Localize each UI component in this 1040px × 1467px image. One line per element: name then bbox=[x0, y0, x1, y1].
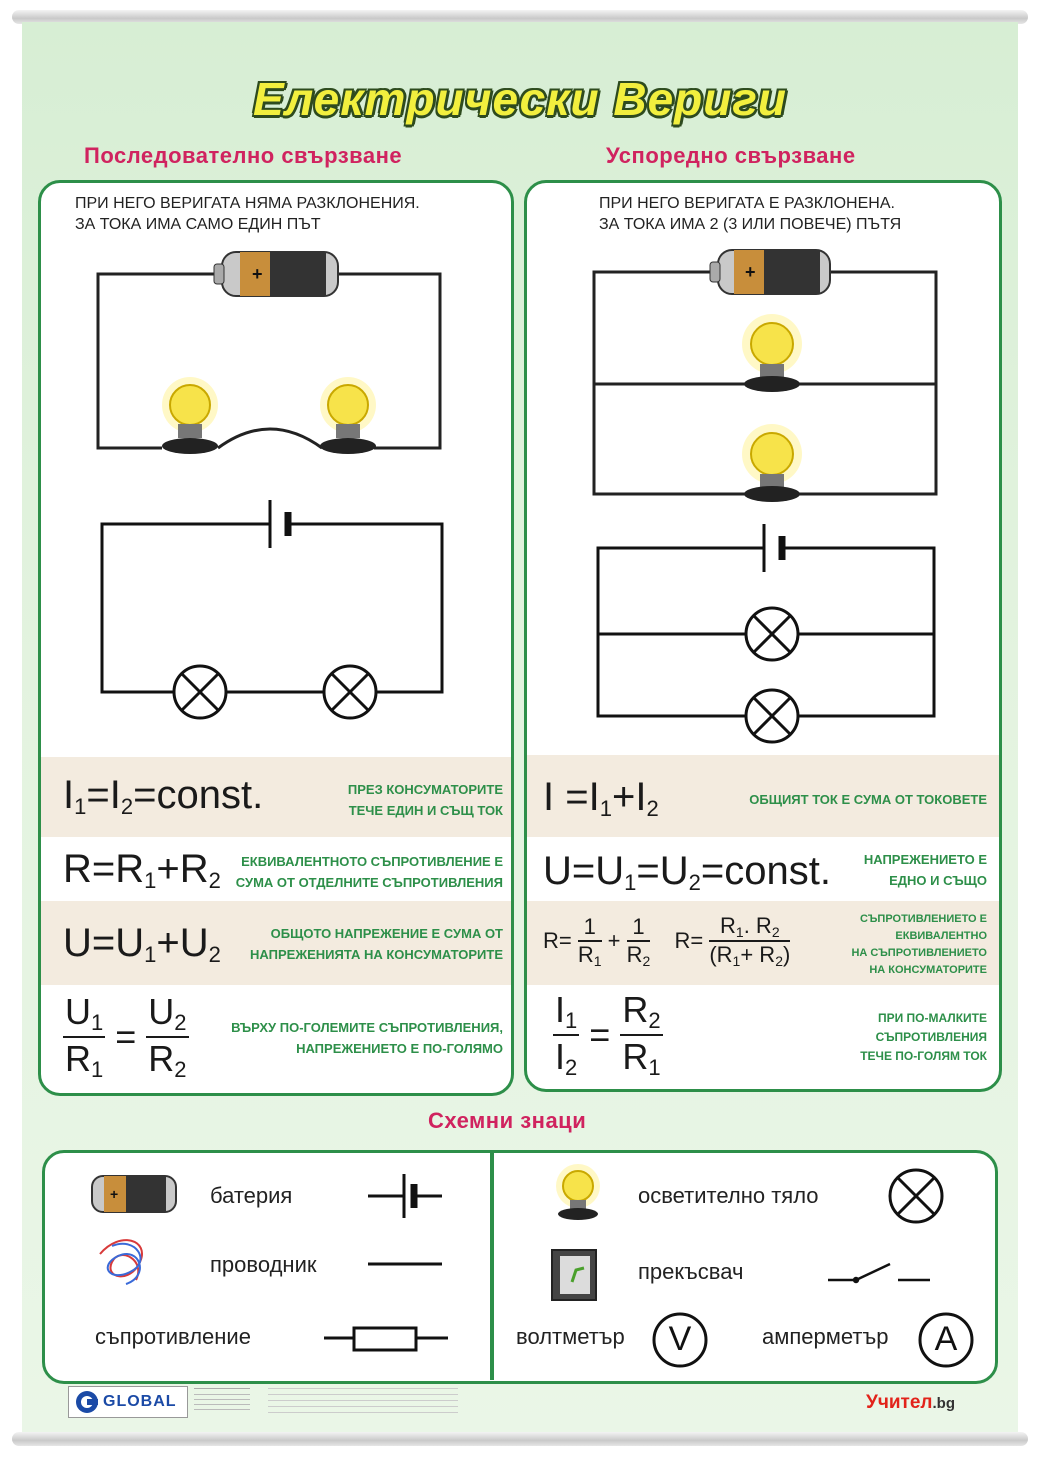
legend-voltmeter-label: волтметър bbox=[516, 1324, 625, 1349]
symbols-heading: Схемни знаци bbox=[428, 1108, 587, 1133]
parallel-note-resistance-line1: СЪПРОТИВЛЕНИЕТО Е bbox=[860, 913, 987, 925]
parallel-formula-voltage: U=U1=U2=const. bbox=[543, 849, 831, 895]
series-note-current-line2: ТЕЧЕ ЕДИН И СЪЩ ТОК bbox=[348, 803, 503, 818]
ammeter-symbol-icon bbox=[918, 1312, 974, 1368]
battery-icon: + bbox=[213, 251, 339, 297]
publisher-contact-fineprint bbox=[194, 1394, 250, 1412]
bottom-hanging-rod bbox=[12, 1432, 1028, 1446]
series-band-1 bbox=[41, 757, 511, 837]
brand-logo: Учител.bg bbox=[866, 1392, 955, 1414]
parallel-note-ratio-line2: СЪПРОТИВЛЕНИЯ bbox=[875, 1030, 987, 1044]
legend-switch-label: прекъсвач bbox=[638, 1259, 744, 1284]
series-note-voltage-line1: ОБЩОТО НАПРЕЖЕНИЕ Е СУМА ОТ bbox=[270, 926, 503, 941]
series-note-current: ПРЕЗ КОНСУМАТОРИТЕ ТЕЧЕ ЕДИН И СЪЩ ТОК bbox=[348, 779, 503, 821]
series-note-voltage: ОБЩОТО НАПРЕЖЕНИЕ Е СУМА ОТ НАПРЕЖЕНИЯТА… bbox=[250, 923, 503, 965]
publisher-contact-block bbox=[194, 1388, 250, 1393]
parallel-note-voltage-line1: НАПРЕЖЕНИЕТО Е bbox=[863, 852, 987, 867]
brand-name: Учител bbox=[866, 1392, 933, 1413]
svg-text:+: + bbox=[745, 262, 756, 282]
parallel-desc-line1: ПРИ НЕГО ВЕРИГАТА Е РАЗКЛОНЕНА. bbox=[599, 195, 895, 212]
parallel-heading: Успоредно свързване bbox=[606, 143, 856, 168]
brand-suffix: .bg bbox=[932, 1395, 955, 1412]
parallel-band-1 bbox=[527, 755, 999, 837]
series-desc-line1: ПРИ НЕГО ВЕРИГАТА НЯМА РАЗКЛОНЕНИЯ. bbox=[75, 195, 420, 212]
symbols-panel bbox=[42, 1150, 998, 1384]
publisher-logo: GLOBAL bbox=[68, 1386, 188, 1418]
series-note-resistance-line2: СУМА ОТ ОТДЕЛНИТЕ СЪПРОТИВЛЕНИЯ bbox=[235, 875, 503, 890]
light-switch-icon bbox=[551, 1249, 597, 1301]
parallel-note-resistance: СЪПРОТИВЛЕНИЕТО Е ЕКВИВАЛЕНТНО НА СЪПРОТ… bbox=[851, 911, 987, 979]
tangled-wire-icon bbox=[99, 1239, 143, 1285]
light-bulb-icon bbox=[556, 1164, 600, 1220]
light-bulb-icon bbox=[742, 314, 802, 392]
ammeter-letter: A bbox=[934, 1320, 958, 1358]
symbols-divider bbox=[490, 1152, 494, 1380]
lamp-symbol-icon bbox=[888, 1168, 944, 1224]
voltmeter-letter: V bbox=[668, 1320, 692, 1358]
light-bulb-icon bbox=[742, 424, 802, 502]
series-note-ratio-line1: ВЪРХУ ПО-ГОЛЕМИТЕ СЪПРОТИВЛЕНИЯ, bbox=[231, 1020, 503, 1035]
series-band-3 bbox=[41, 901, 511, 985]
parallel-formula-current: I =I1+I2 bbox=[543, 775, 659, 821]
series-note-resistance-line1: ЕКВИВАЛЕНТНОТО СЪПРОТИВЛЕНИЕ Е bbox=[241, 854, 503, 869]
battery-icon: + bbox=[709, 249, 831, 295]
parallel-note-voltage-line2: ЕДНО И СЪЩО bbox=[889, 873, 987, 888]
series-desc-line2: ЗА ТОКА ИМА САМО ЕДИН ПЪТ bbox=[75, 216, 321, 233]
switch-symbol-icon bbox=[828, 1262, 930, 1284]
series-note-current-line1: ПРЕЗ КОНСУМАТОРИТЕ bbox=[347, 782, 503, 797]
parallel-note-ratio: ПРИ ПО-МАЛКИТЕ СЪПРОТИВЛЕНИЯ ТЕЧЕ ПО-ГОЛ… bbox=[860, 1009, 987, 1066]
series-heading: Последователно свързване bbox=[84, 143, 403, 168]
series-note-ratio: ВЪРХУ ПО-ГОЛЕМИТЕ СЪПРОТИВЛЕНИЯ, НАПРЕЖЕ… bbox=[231, 1017, 503, 1059]
legend-ammeter-label: амперметър bbox=[762, 1324, 889, 1349]
light-bulb-icon bbox=[162, 377, 218, 454]
voltmeter-symbol-icon bbox=[652, 1312, 708, 1368]
series-formula-voltage: U=U1+U2 bbox=[63, 921, 221, 967]
parallel-note-ratio-line1: ПРИ ПО-МАЛКИТЕ bbox=[877, 1011, 987, 1025]
series-formula-resistance: R=R1+R2 bbox=[63, 847, 221, 893]
parallel-band-3 bbox=[527, 901, 999, 985]
light-bulb-icon bbox=[320, 377, 376, 454]
legend-lamp-label: осветително тяло bbox=[638, 1183, 819, 1208]
legend-resistor-label: съпротивление bbox=[95, 1324, 251, 1349]
series-band-2 bbox=[41, 837, 511, 901]
battery-icon: + bbox=[91, 1175, 177, 1213]
parallel-note-current-line1: ОБЩИЯТ ТОК Е СУМА ОТ ТОКОВЕТЕ bbox=[749, 792, 987, 807]
svg-text:+: + bbox=[110, 1186, 118, 1202]
parallel-note-voltage: НАПРЕЖЕНИЕТО Е ЕДНО И СЪЩО bbox=[864, 849, 987, 891]
series-note-voltage-line2: НАПРЕЖЕНИЯТА НА КОНСУМАТОРИТЕ bbox=[250, 947, 503, 962]
poster-title: Електрически Вериги bbox=[252, 73, 788, 125]
copyright-fineprint bbox=[268, 1388, 458, 1414]
battery-symbol-icon bbox=[368, 1174, 442, 1218]
parallel-note-resistance-line4: НА КОНСУМАТОРИТЕ bbox=[869, 964, 987, 976]
series-pictorial-circuit bbox=[96, 272, 442, 450]
legend-battery-label: батерия bbox=[210, 1183, 293, 1208]
parallel-note-ratio-line3: ТЕЧЕ ПО-ГОЛЯМ ТОК bbox=[860, 1049, 987, 1063]
series-formula-current: I1=I2=const. bbox=[63, 773, 264, 819]
top-hanging-rod bbox=[12, 10, 1028, 24]
series-schematic bbox=[100, 500, 444, 720]
svg-text:+: + bbox=[252, 264, 263, 284]
series-note-resistance: ЕКВИВАЛЕНТНОТО СЪПРОТИВЛЕНИЕ Е СУМА ОТ О… bbox=[236, 851, 503, 893]
series-panel: ПРИ НЕГО ВЕРИГАТА НЯМА РАЗКЛОНЕНИЯ. ЗА Т… bbox=[38, 180, 514, 1096]
parallel-note-resistance-line3: НА СЪПРОТИВЛЕНИЕТО bbox=[851, 947, 987, 959]
publisher-logo-icon bbox=[76, 1391, 98, 1413]
parallel-panel: ПРИ НЕГО ВЕРИГАТА Е РАЗКЛОНЕНА. ЗА ТОКА … bbox=[524, 180, 1002, 1092]
parallel-note-current: ОБЩИЯТ ТОК Е СУМА ОТ ТОКОВЕТЕ bbox=[749, 789, 987, 810]
publisher-name: GLOBAL bbox=[103, 1393, 177, 1410]
series-note-ratio-line2: НАПРЕЖЕНИЕТО Е ПО-ГОЛЯМО bbox=[296, 1041, 503, 1056]
parallel-note-resistance-line2: ЕКВИВАЛЕНТНО bbox=[895, 930, 987, 942]
resistor-symbol-icon bbox=[324, 1326, 448, 1352]
parallel-desc-line2: ЗА ТОКА ИМА 2 (3 ИЛИ ПОВЕЧЕ) ПЪТЯ bbox=[599, 216, 902, 233]
parallel-schematic bbox=[596, 524, 936, 744]
parallel-band-2 bbox=[527, 837, 999, 901]
legend-wire-label: проводник bbox=[210, 1252, 317, 1277]
